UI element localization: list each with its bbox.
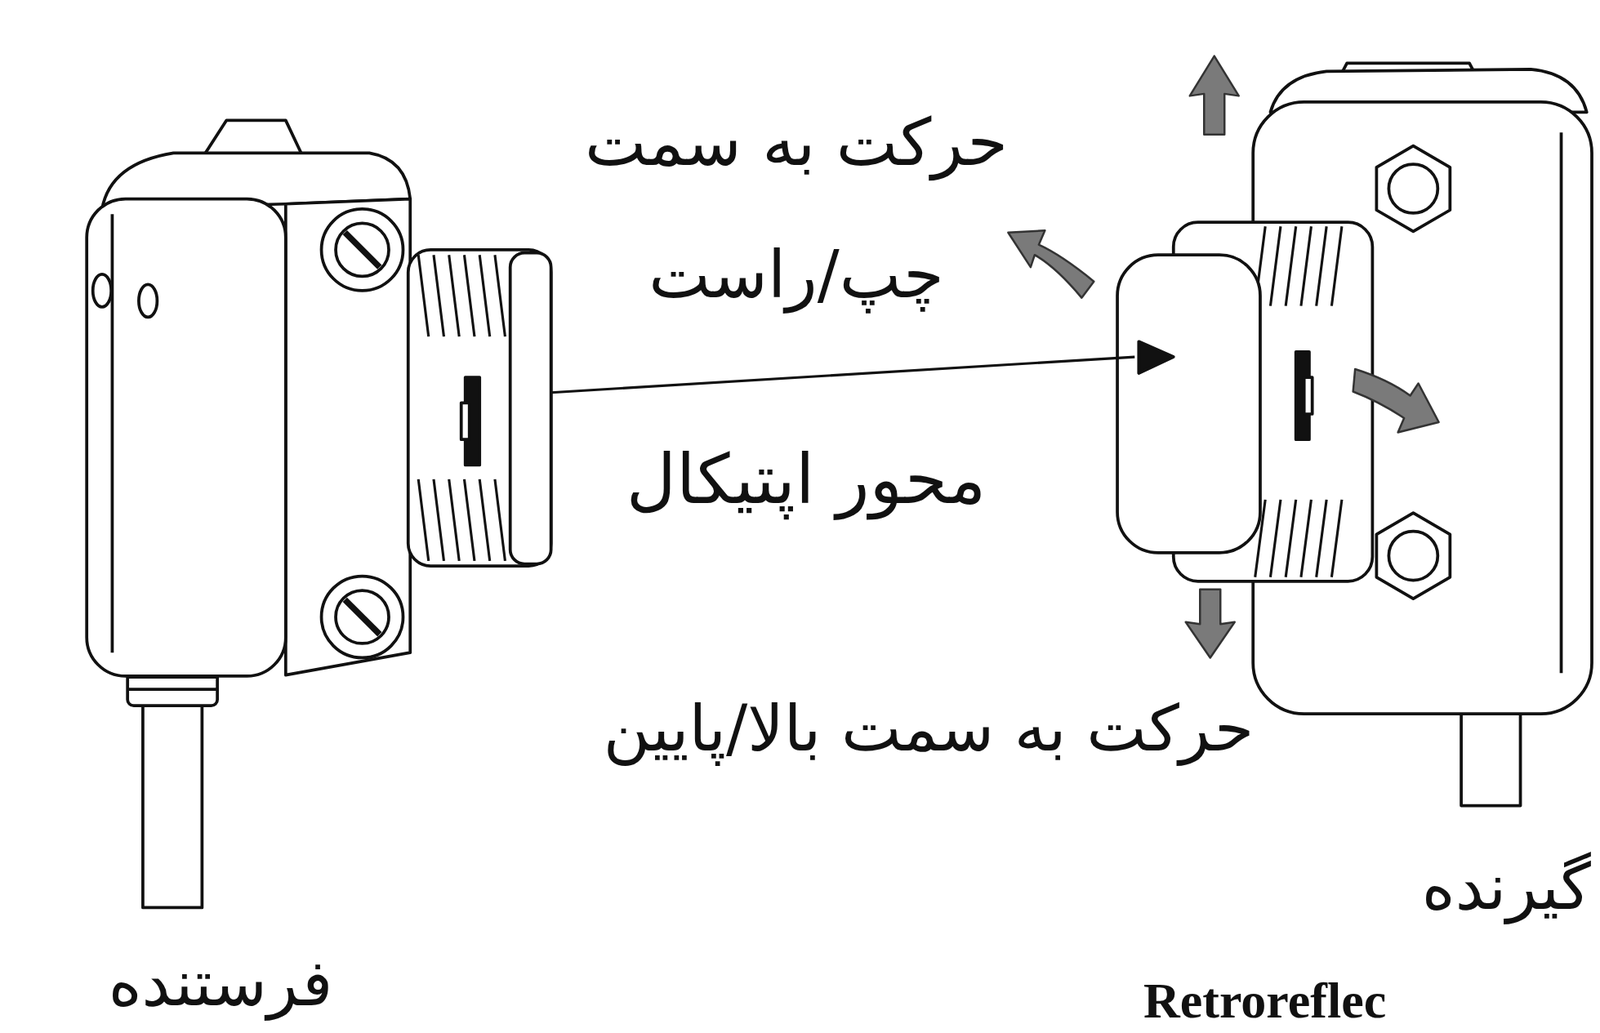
receiver-lens-face <box>1117 254 1261 553</box>
movement-label: حرکت به سمت بالا/پایین <box>603 692 1254 767</box>
right-arrow <box>1353 369 1440 433</box>
down-arrow <box>1185 589 1235 659</box>
emitter-label: فرستنده <box>108 947 334 1021</box>
emitter-sensor <box>86 120 551 908</box>
movement-label: حرکت به سمت چپ/راست <box>526 76 1066 342</box>
emitter-body <box>86 199 286 677</box>
receiver-cable <box>1461 704 1520 807</box>
up-arrow <box>1189 56 1239 135</box>
left-arrow <box>1007 230 1094 298</box>
receiver-body <box>1252 102 1592 714</box>
type-label: Retroreflec <box>1143 971 1387 1030</box>
axis-label: محور اپتیکال <box>626 440 986 520</box>
optical-axis-line <box>551 356 1136 393</box>
emitter-cable <box>142 704 202 909</box>
receiver-label: گیرنده <box>1421 851 1592 925</box>
emitter-lens <box>408 249 552 567</box>
